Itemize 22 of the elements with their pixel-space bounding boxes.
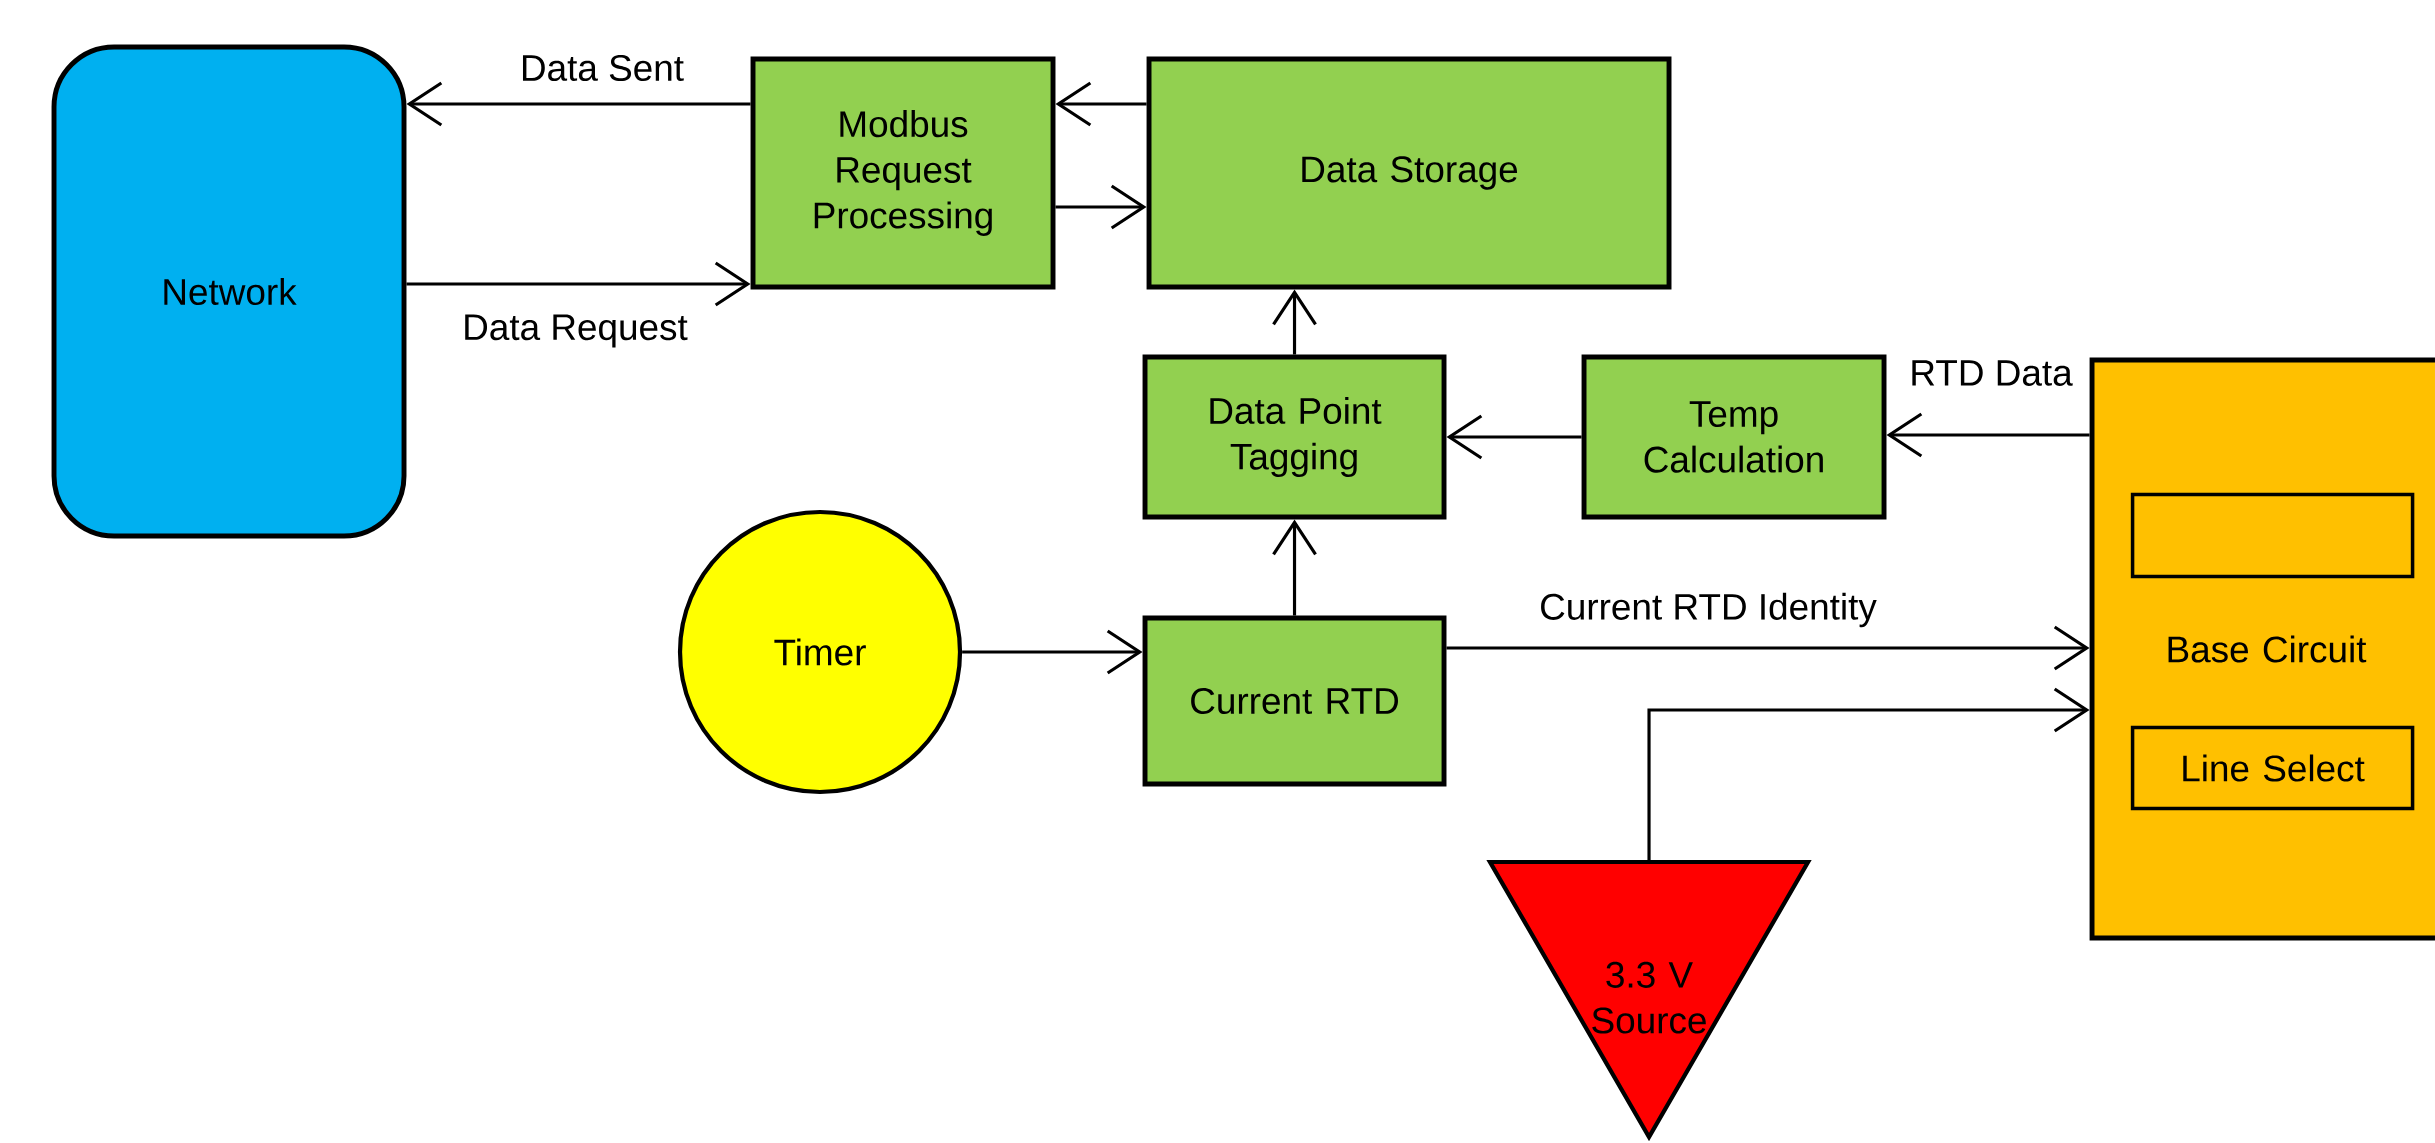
arrow	[1446, 414, 1582, 460]
process-box: Modbus Request Processing	[750, 56, 1056, 290]
arrow	[1055, 81, 1147, 127]
edge-label: Data Sent	[523, 54, 684, 82]
chip-box	[2130, 492, 2415, 579]
arrow	[406, 261, 751, 307]
process-box: Data Point Tagging	[1142, 354, 1447, 520]
arrow	[962, 629, 1143, 675]
arrow	[1272, 519, 1317, 616]
arrow	[406, 81, 751, 127]
arrow	[1446, 625, 2090, 671]
edge-label: Current RTD Identity	[1541, 592, 1877, 628]
arrow	[1886, 412, 2090, 458]
component-box: Line Select	[2130, 725, 2415, 811]
edge-label: Data Request	[465, 314, 688, 348]
network-box: Network	[51, 44, 407, 539]
edge-label: RTD Data	[1912, 360, 2073, 386]
process-box: Data Storage	[1146, 56, 1672, 290]
arrow	[1647, 687, 2090, 862]
process-box: Temp Calculation	[1581, 354, 1887, 520]
arrow	[1055, 184, 1147, 230]
process-box: Current RTD	[1142, 615, 1447, 787]
